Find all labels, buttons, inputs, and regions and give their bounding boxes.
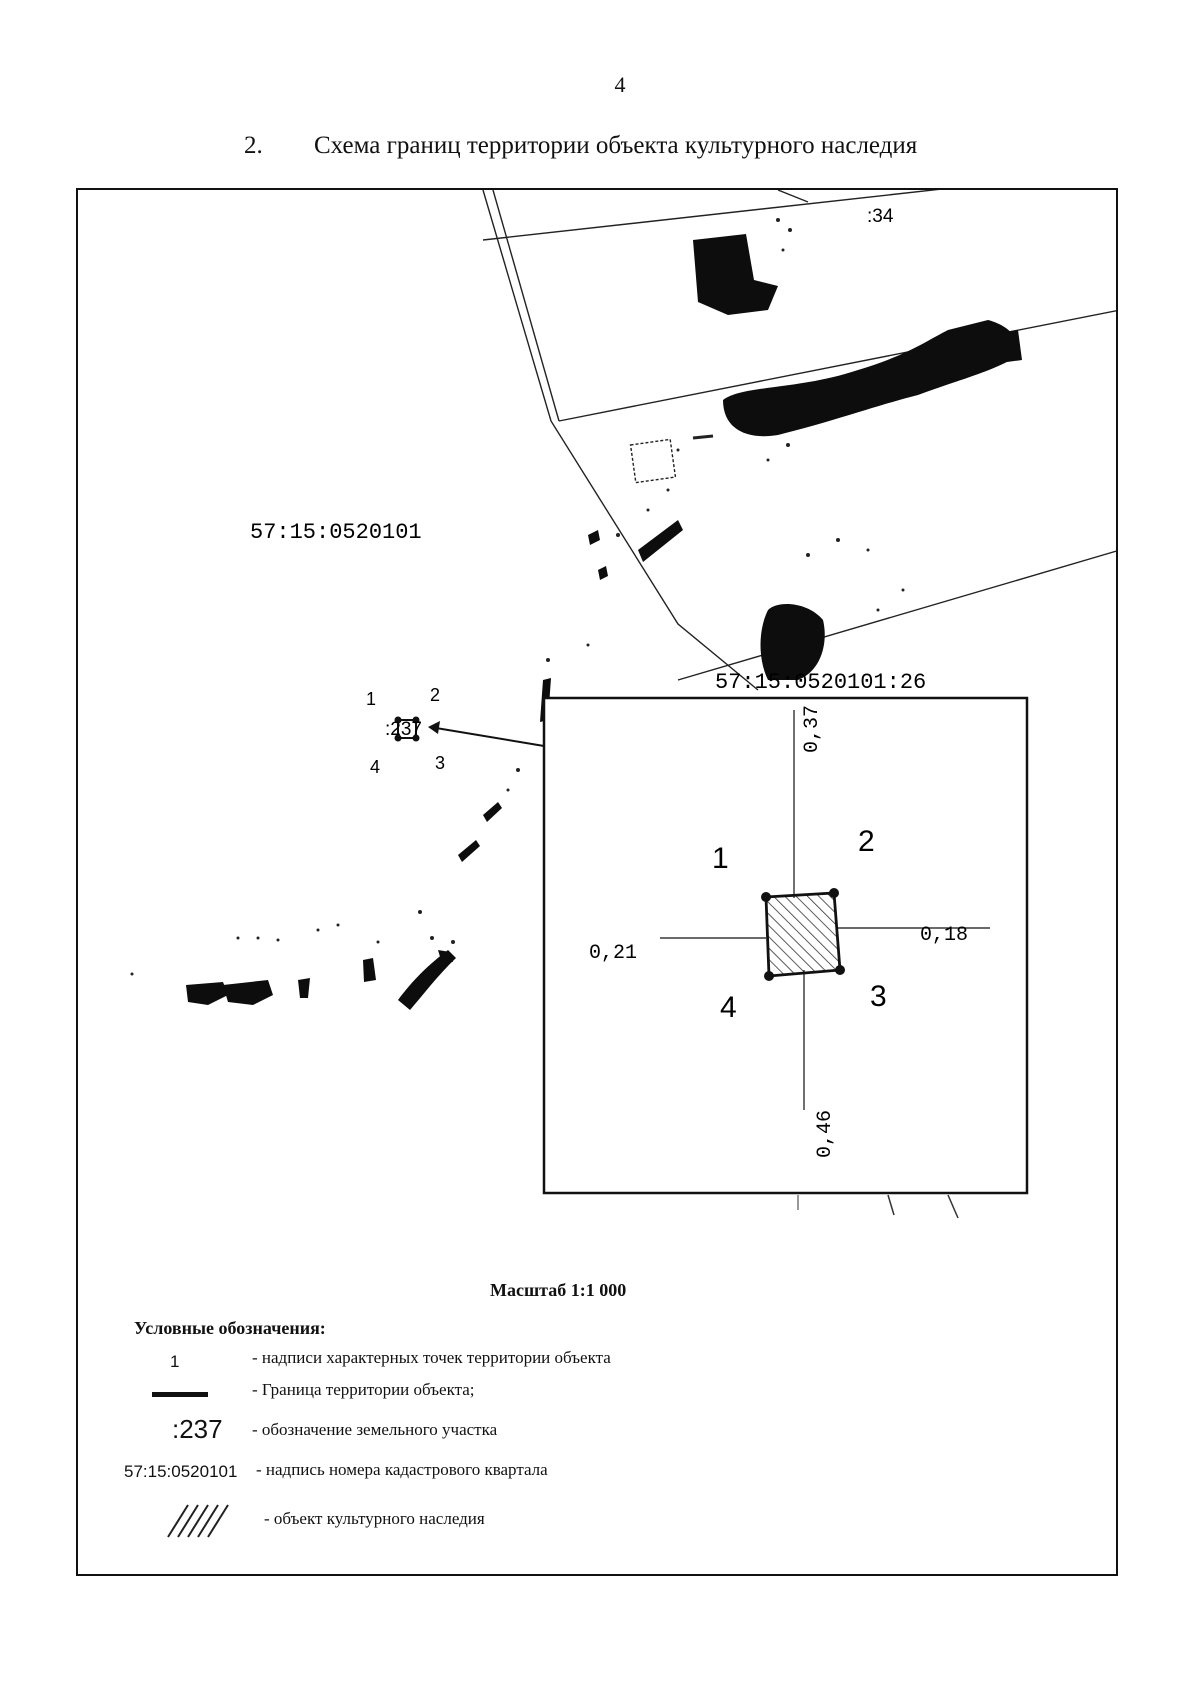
vegetation-blob xyxy=(723,320,1019,437)
parcel-34-label: :34 xyxy=(867,206,894,227)
parcel-line-top xyxy=(482,190,940,241)
distance-north-label: 0,37 xyxy=(801,705,824,753)
distance-west-label: 0,21 xyxy=(589,942,637,965)
inset-point-1-marker xyxy=(761,892,771,902)
vegetation-blob xyxy=(598,566,608,580)
map-tick xyxy=(887,1194,895,1216)
point-label-4: 4 xyxy=(370,757,380,777)
map-canvas: :34 57:15:0520101 57:15:0520101:26 :237 … xyxy=(130,190,1116,1219)
distance-south-label: 0,46 xyxy=(814,1110,837,1158)
legend-boundary-line-swatch xyxy=(152,1392,208,1397)
legend-text: - обозначение земельного участка xyxy=(252,1420,498,1439)
map-tick xyxy=(947,1194,959,1219)
building-blob xyxy=(693,234,778,315)
vegetation-blob xyxy=(588,530,600,545)
vegetation-blob xyxy=(958,330,1022,368)
page-number: 4 xyxy=(614,72,626,97)
inset-arrow xyxy=(428,721,545,747)
boundary-point-marker xyxy=(412,716,420,724)
legend-text: - надписи характерных точек территории о… xyxy=(252,1348,611,1367)
section-heading: 2. Схема границ территории объекта культу… xyxy=(244,132,917,160)
small-structure xyxy=(629,438,677,484)
legend-symbol-quarter: 57:15:0520101 xyxy=(124,1462,238,1481)
quarter-number-label: 57:15:0520101 xyxy=(250,520,422,545)
vegetation-blob xyxy=(483,802,502,822)
legend-symbol-parcel: :237 xyxy=(172,1414,223,1444)
point-label-3: 3 xyxy=(435,753,445,773)
boundary-point-marker xyxy=(394,734,402,742)
section-title: Схема границ территории объекта культурн… xyxy=(314,132,918,159)
subject-parcel-marker xyxy=(394,716,420,742)
road-boundary-line xyxy=(482,190,759,691)
parcel-tick xyxy=(777,190,809,203)
boundary-point-marker xyxy=(394,716,402,724)
parcel-line-mid xyxy=(558,310,1116,422)
inset-point-label-1: 1 xyxy=(712,842,729,875)
map-scale: Масштаб 1:1 000 xyxy=(490,1280,627,1300)
legend-text: - Граница территории объекта; xyxy=(252,1380,475,1399)
legend-text: - объект культурного наследия xyxy=(264,1509,485,1528)
inset-point-2-marker xyxy=(829,888,839,898)
parcel-237-label: :237 xyxy=(385,719,422,740)
inset-detail xyxy=(542,696,1029,1195)
legend-hatch-swatch xyxy=(167,1504,229,1538)
map-blobs xyxy=(186,234,1022,1010)
legend-title: Условные обозначения: xyxy=(134,1318,326,1338)
parcel-line-lower xyxy=(677,550,1116,681)
vegetation-blob xyxy=(398,950,456,1010)
parcel-boundaries xyxy=(482,190,1116,691)
map-specks xyxy=(130,218,980,1192)
parcel-boundary-small xyxy=(397,719,417,739)
structure-dash xyxy=(692,434,714,440)
section-number: 2. xyxy=(244,132,263,159)
distance-east-label: 0,18 xyxy=(920,924,968,947)
vegetation-blob xyxy=(223,980,273,1005)
vegetation-blob xyxy=(298,978,310,998)
vegetation-blob xyxy=(458,840,480,862)
inset-point-3-marker xyxy=(835,965,845,975)
inset-point-label-2: 2 xyxy=(858,825,875,858)
vegetation-blob xyxy=(638,520,683,562)
legend-symbol-point-number: 1 xyxy=(170,1352,180,1371)
point-label-1: 1 xyxy=(366,689,376,709)
vegetation-blob xyxy=(363,958,376,982)
inset-point-4-marker xyxy=(764,971,774,981)
vegetation-blob xyxy=(438,950,453,962)
point-label-2: 2 xyxy=(430,685,440,705)
inset-point-label-3: 3 xyxy=(870,980,887,1013)
road-boundary-line-inner xyxy=(492,190,560,422)
boundary-point-marker xyxy=(412,734,420,742)
heritage-object-polygon xyxy=(764,891,842,978)
map-frame: :34 57:15:0520101 57:15:0520101:26 :237 … xyxy=(76,188,1118,1576)
legend-text: - надпись номера кадастрового квартала xyxy=(256,1460,548,1479)
inset-point-label-4: 4 xyxy=(720,991,737,1024)
building-blob xyxy=(760,604,825,680)
parcel-26-label: 57:15:0520101:26 xyxy=(715,670,926,695)
vegetation-blob xyxy=(186,982,228,1005)
